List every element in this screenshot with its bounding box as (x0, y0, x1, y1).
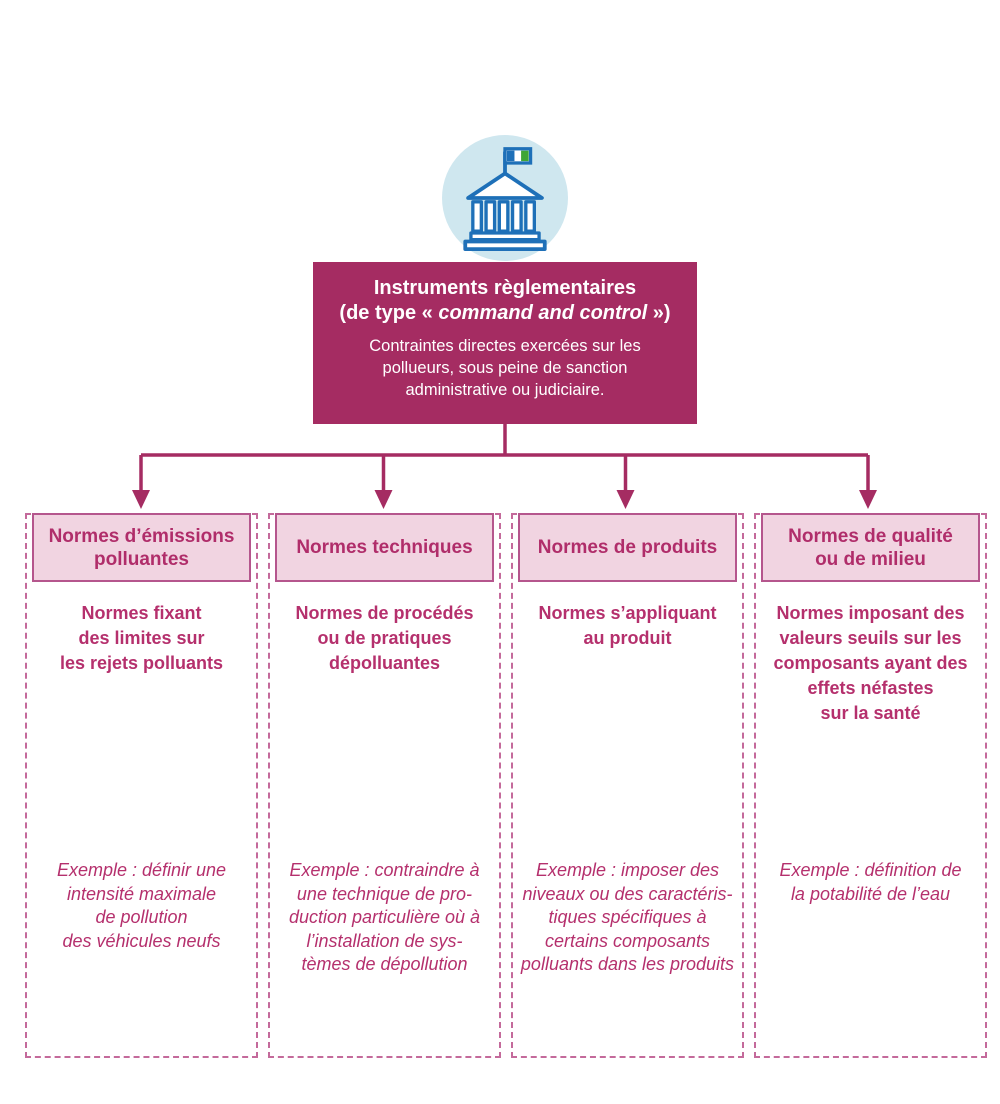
column-example: Exemple : définition de la potabilité de… (779, 860, 962, 904)
column-definition: Normes fixant des limites sur les rejets… (59, 603, 224, 673)
column-definition: Normes imposant des valeurs seuils sur l… (773, 603, 968, 723)
root-title-line2-suffix: ») (647, 302, 671, 324)
column-normes-emissions: Normes d’émissions polluantes Normes fix… (25, 513, 258, 1058)
building-glyph (463, 147, 547, 251)
connector-arrows-icon (132, 424, 877, 509)
flag-icon (503, 147, 533, 165)
root-title-line2-prefix: (de type « (339, 302, 439, 324)
column-normes-qualite: Normes de qualité ou de milieu Normes im… (754, 513, 987, 1058)
column-normes-produits: Normes de produits Normes s’appliquant a… (511, 513, 744, 1058)
column-definition: Normes s’appliquant au produit (538, 603, 717, 648)
column-normes-techniques: Normes techniques Normes de procédés ou … (268, 513, 501, 1058)
column-example: Exemple : imposer des niveaux ou des car… (520, 860, 735, 974)
root-title: Instruments règlementaires (de type « co… (313, 276, 697, 326)
root-title-line2-italic: command and control (438, 302, 648, 324)
column-header: Normes techniques (275, 513, 494, 582)
norm-columns: Normes d’émissions polluantes Normes fix… (25, 513, 987, 1058)
column-example: Exemple : définir une intensité maximale… (56, 860, 227, 951)
root-description: Contraintes directes exercées sur les po… (369, 337, 641, 399)
column-header: Normes de qualité ou de milieu (761, 513, 980, 582)
column-header: Normes de produits (518, 513, 737, 582)
root-title-line1: Instruments règlementaires (373, 277, 637, 299)
root-box: Instruments règlementaires (de type « co… (313, 262, 697, 424)
column-header: Normes d’émissions polluantes (32, 513, 251, 582)
government-building-icon (442, 135, 568, 261)
column-example: Exemple : contraindre à une technique de… (288, 860, 481, 974)
column-definition: Normes de procédés ou de pratiques dépol… (295, 603, 474, 673)
